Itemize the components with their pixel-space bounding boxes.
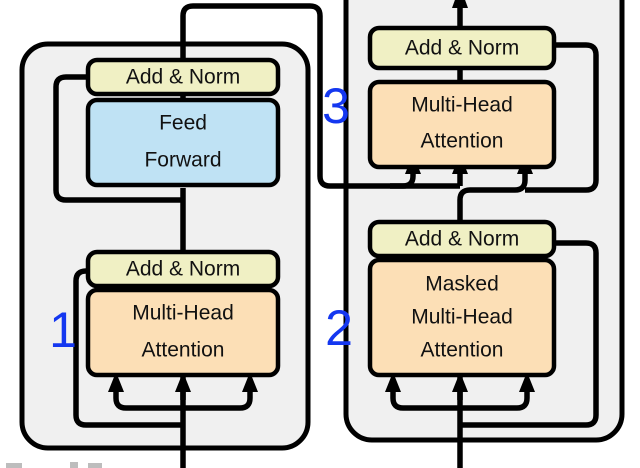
decoder-add-norm-cross-label: Add & Norm: [405, 37, 519, 60]
decoder-masked-qkv-left-wire: [390, 390, 460, 411]
encoder-residual-1-wire: [73, 268, 183, 428]
encoder-add-norm-upper-box[interactable]: [85, 57, 281, 97]
bottom-clipped-marks: [6, 462, 102, 468]
clipped-mark-mid: [70, 462, 78, 468]
decoder-cross-multi-head-attention-box[interactable]: [367, 79, 557, 170]
encoder-feed-forward-label-line2: Forward: [144, 149, 221, 172]
clipped-mark-left: [6, 463, 22, 468]
decoder-masked-output-to-cross-q-wire: [457, 175, 528, 228]
decoder-masked-qkv-right-wire: [460, 390, 530, 411]
decoder-masked-qkv-center-arrowhead: [452, 372, 468, 392]
decoder-masked-qkv-left-arrowhead: [385, 372, 401, 392]
encoder-qkv-right-wire: [183, 390, 253, 411]
encoder-multi-head-attention-label-line1: Multi-Head: [132, 302, 234, 325]
encoder-qkv-right-arrowhead: [242, 372, 258, 392]
encoder-add-norm-lower-label: Add & Norm: [126, 258, 240, 281]
encoder-multi-head-attention-box[interactable]: [85, 287, 281, 378]
encoder-output-to-decoder-wire: [180, 3, 390, 189]
decoder-masked-attention-label-line2: Multi-Head: [411, 306, 513, 329]
clipped-mark-mid2: [88, 463, 102, 468]
decoder-add-norm-cross-box[interactable]: [367, 25, 557, 71]
encoder-multi-head-attention-label-line2: Attention: [142, 339, 225, 362]
decoder-masked-qkv-right-arrowhead: [519, 372, 535, 392]
decoder-cross-output-arrowhead: [452, 0, 468, 8]
decoder-boxes: Masked Multi-Head Attention Add & Norm M…: [367, 25, 557, 378]
annotation-1-encoder-self-attention: 1: [49, 302, 77, 358]
annotation-3-decoder-cross-attention: 3: [322, 78, 350, 134]
encoder-qkv-center-arrowhead: [175, 372, 191, 392]
encoder-add-norm-lower-box[interactable]: [85, 249, 281, 289]
decoder-cross-attention-label-line2: Attention: [421, 130, 504, 153]
encoder-feed-forward-label-line1: Feed: [159, 112, 207, 135]
decoder-cross-attention-label-line1: Multi-Head: [411, 94, 513, 117]
encoder-add-norm-upper-label: Add & Norm: [126, 66, 240, 89]
decoder-add-norm-masked-box[interactable]: [367, 219, 557, 259]
decoder-add-norm-masked-label: Add & Norm: [405, 228, 519, 251]
step-annotations: 1 2 3: [49, 78, 353, 358]
encoder-boxes: Multi-Head Attention Add & Norm Feed For…: [85, 57, 281, 378]
decoder-wires: [385, 0, 599, 468]
decoder-masked-attention-label-line3: Attention: [421, 339, 504, 362]
annotation-2-decoder-masked-attention: 2: [325, 300, 353, 356]
encoder-qkv-left-wire: [113, 390, 183, 411]
encoder-feed-forward-box[interactable]: [85, 97, 281, 188]
decoder-residual-cross-wire: [525, 42, 599, 193]
decoder-masked-attention-label-line1: Masked: [425, 273, 499, 296]
decoder-masked-multi-head-attention-box[interactable]: [367, 257, 557, 378]
encoder-residual-2-wire: [53, 74, 183, 203]
decoder-residual-masked-wire: [460, 240, 599, 428]
encoder-qkv-left-arrowhead: [108, 372, 124, 392]
